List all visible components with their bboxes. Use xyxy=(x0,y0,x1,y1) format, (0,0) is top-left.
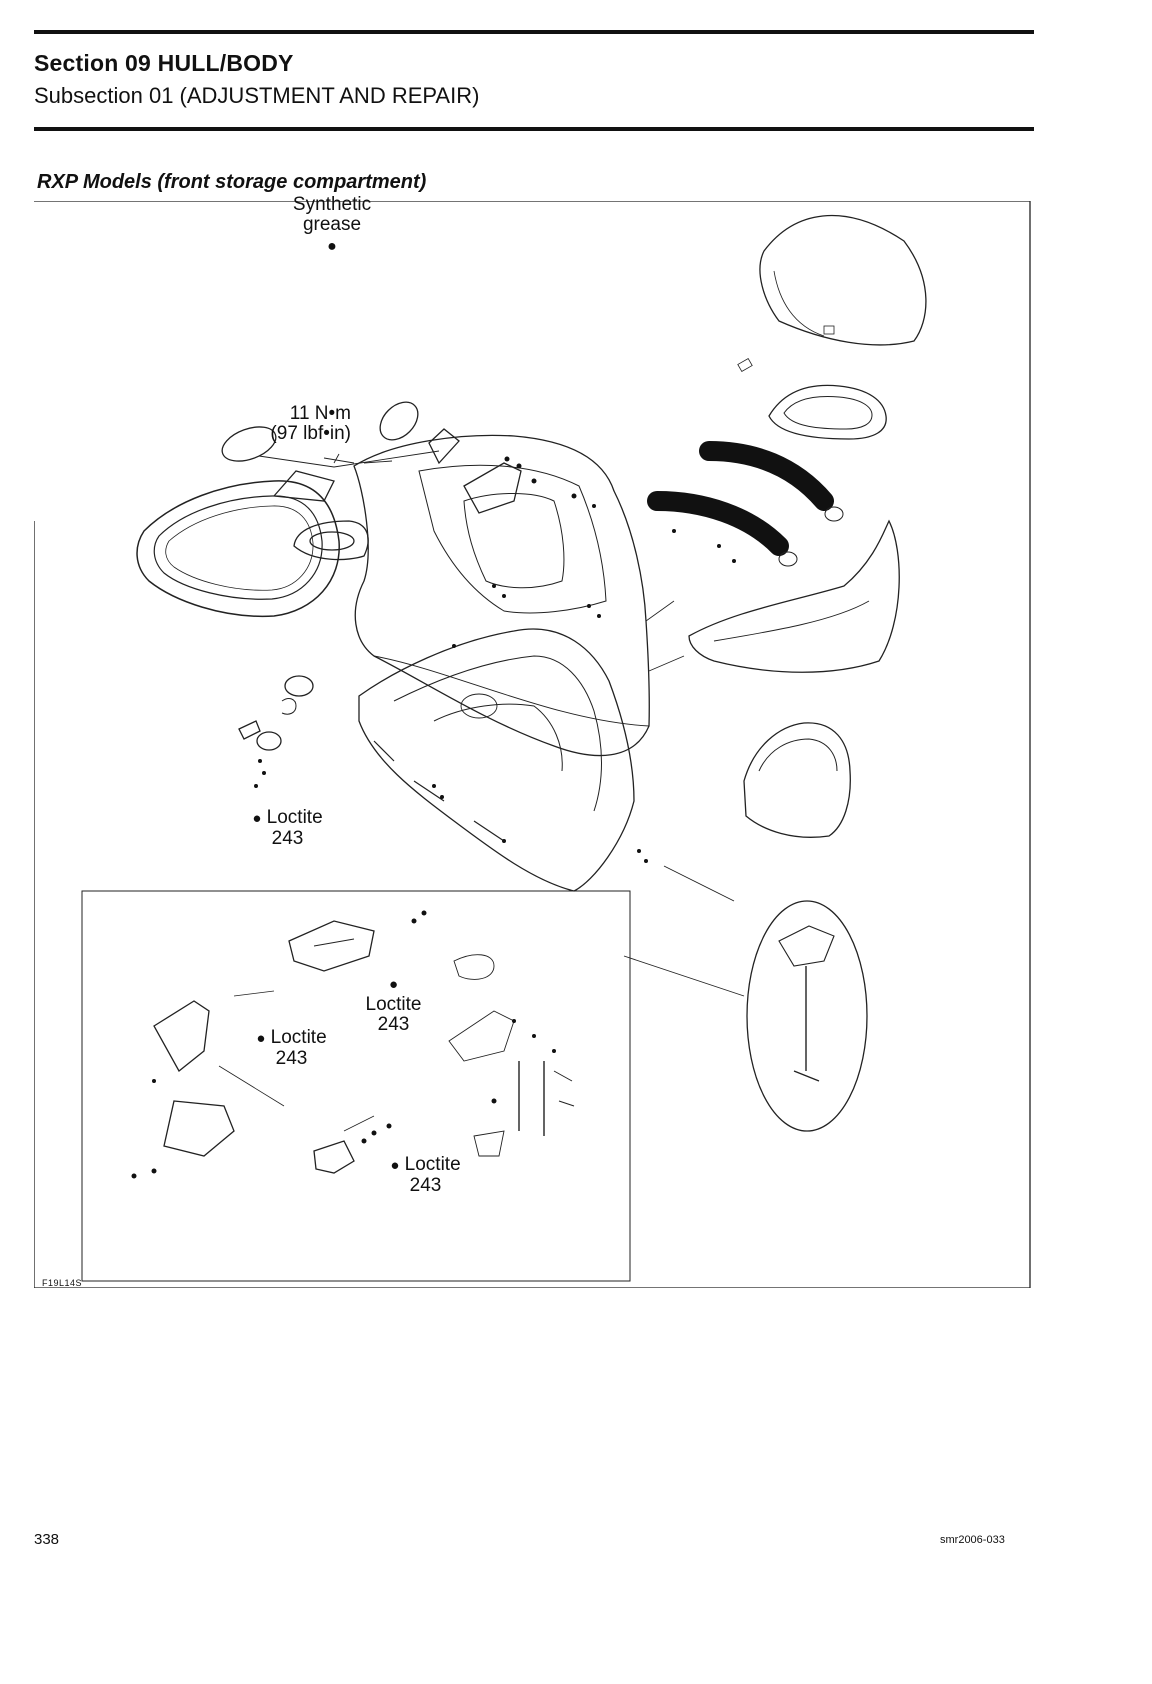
callout-loctite-inset-bottom: ● Loctite 243 xyxy=(378,1155,473,1196)
callout-loctite-left-line2: 243 xyxy=(240,829,335,849)
callout-synthetic-grease-line1: Synthetic xyxy=(287,195,377,215)
header-rule-bottom xyxy=(34,127,1034,131)
document-code: smr2006-033 xyxy=(940,1534,1005,1546)
callout-loctite-center-line1: Loctite xyxy=(356,995,431,1015)
callout-loctite-center: ● Loctite 243 xyxy=(356,975,431,1035)
callout-loctite-left-line1: Loctite xyxy=(267,807,323,828)
callout-loctite-inset-bottom-line1: Loctite xyxy=(405,1154,461,1175)
callout-synthetic-grease-line2: grease xyxy=(287,215,377,235)
callout-loctite-left: ● Loctite 243 xyxy=(240,808,335,849)
callout-loctite-inset-bottom-line2: 243 xyxy=(378,1176,473,1196)
page-number: 338 xyxy=(34,1531,59,1548)
adhesive-drop-icon: ● xyxy=(356,975,431,995)
adhesive-drop-icon: ● xyxy=(256,1030,265,1047)
header-rule-top xyxy=(34,30,1034,34)
exploded-view-drawing xyxy=(34,201,1034,1288)
adhesive-drop-icon: ● xyxy=(252,810,261,827)
adhesive-drop-icon: ● xyxy=(287,237,377,257)
callout-loctite-inset-left-line2: 243 xyxy=(244,1049,339,1069)
subsection-title: Subsection 01 (ADJUSTMENT AND REPAIR) xyxy=(34,83,479,109)
adhesive-drop-icon: ● xyxy=(390,1157,399,1174)
callout-loctite-inset-left-line1: Loctite xyxy=(271,1027,327,1048)
callout-torque-line2: (97 lbf•in) xyxy=(246,424,351,444)
callout-loctite-center-line2: 243 xyxy=(356,1015,431,1035)
section-title: Section 09 HULL/BODY xyxy=(34,50,294,77)
callout-loctite-inset-left: ● Loctite 243 xyxy=(244,1028,339,1069)
callout-torque: 11 N•m (97 lbf•in) xyxy=(246,404,351,444)
callout-synthetic-grease: Synthetic grease ● xyxy=(287,195,377,257)
figure-code: F19L14S xyxy=(42,1278,82,1288)
figure-title: RXP Models (front storage compartment) xyxy=(37,171,426,194)
callout-torque-line1: 11 N•m xyxy=(246,404,351,424)
